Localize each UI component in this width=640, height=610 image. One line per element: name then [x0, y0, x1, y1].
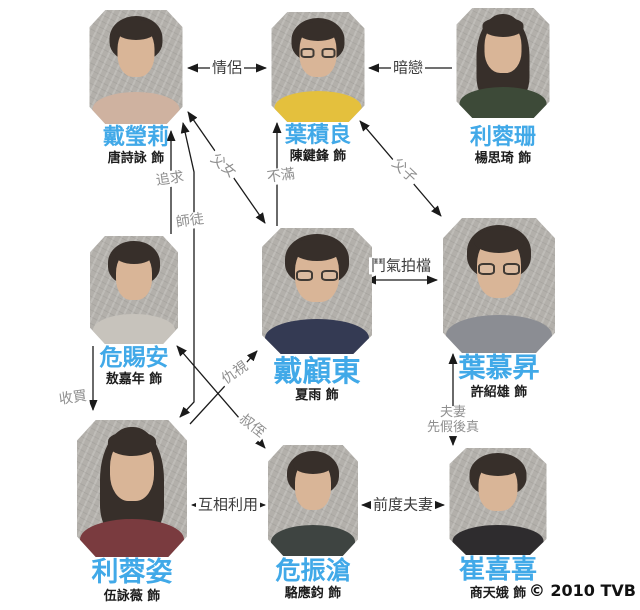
silhouette: [80, 518, 184, 557]
copyright-notice: © 2010 TVB: [528, 581, 636, 600]
rel-label-bickering-partners: 鬥氣拍檔: [368, 256, 434, 275]
portrait-photo: [77, 420, 187, 557]
rel-label-lovers: 情侶: [209, 58, 245, 77]
person-lei-yung-ji: 利蓉姿 伍詠薇 飾: [77, 420, 187, 605]
rel-label-married-line1: 夫妻: [439, 405, 467, 421]
portrait-photo: [90, 236, 178, 344]
silhouette: [297, 21, 339, 41]
actor-name: 楊思琦 飾: [474, 151, 532, 167]
character-name: 葉積良: [284, 123, 351, 148]
person-chui-hei-hei: 崔喜喜 商天娥 飾: [449, 448, 547, 602]
glasses-icon: [477, 262, 521, 275]
character-name: 戴瑩莉: [102, 125, 169, 150]
arrow-master-apprentice: [179, 122, 195, 418]
actor-name: 敖嘉年 飾: [105, 372, 163, 388]
silhouette: [482, 17, 524, 37]
person-lei-yung-shan: 利蓉珊 楊思琦 飾: [456, 8, 550, 167]
portrait-photo: [271, 12, 365, 122]
actor-name: 唐詩詠 飾: [107, 151, 165, 167]
silhouette: [107, 432, 157, 456]
portrait-photo: [443, 218, 555, 353]
actor-name: 夏雨 飾: [295, 388, 339, 404]
character-name: 葉慕昇: [458, 353, 540, 384]
rel-label-married-line2: 先假後真: [426, 420, 480, 435]
silhouette: [459, 87, 547, 118]
silhouette: [446, 315, 552, 353]
silhouette: [293, 454, 333, 474]
character-name: 崔喜喜: [458, 555, 537, 585]
silhouette: [292, 239, 342, 261]
portrait-photo: [456, 8, 550, 118]
actor-name: 駱應鈞 飾: [284, 586, 342, 602]
rel-label-secret-crush: 暗戀: [390, 58, 426, 77]
portrait-photo: [89, 10, 183, 124]
silhouette: [92, 313, 176, 344]
person-yip-mou-sing: 葉慕昇 許紹雄 飾: [443, 218, 555, 401]
portrait-photo: [262, 228, 372, 354]
silhouette: [452, 525, 544, 555]
actor-name: 陳鍵鋒 飾: [289, 149, 347, 165]
silhouette: [265, 318, 369, 354]
portrait-photo: [449, 448, 547, 555]
character-name: 戴顧東: [273, 354, 361, 388]
person-ngai-chi-on: 危賜安 敖嘉年 飾: [90, 236, 178, 387]
person-yip-jik-leung: 葉積良 陳鍵鋒 飾: [271, 12, 365, 165]
rel-label-married-fake-then-real: 夫妻 先假後真: [424, 405, 482, 436]
rel-label-mutual-exploitation: 互相利用: [195, 495, 261, 514]
glasses-icon: [300, 48, 336, 59]
character-name: 危振滄: [275, 556, 351, 585]
character-name: 利蓉珊: [469, 125, 536, 150]
actor-name: 商天娥 飾: [469, 586, 527, 602]
actor-name: 許紹雄 飾: [470, 385, 528, 401]
person-dai-ying-lei: 戴瑩莉 唐詩詠 飾: [89, 10, 183, 167]
silhouette: [115, 20, 157, 40]
character-name: 危賜安: [99, 345, 169, 371]
silhouette: [274, 91, 362, 122]
silhouette: [474, 230, 524, 254]
silhouette: [476, 457, 520, 476]
silhouette: [92, 92, 180, 124]
person-ngai-chun-chong: 危振滄 駱應鈞 飾: [268, 445, 358, 602]
rel-label-ex-spouses: 前度夫妻: [370, 495, 436, 514]
silhouette: [114, 245, 154, 265]
silhouette: [270, 524, 356, 556]
person-dai-gu-dung: 戴顧東 夏雨 飾: [262, 228, 372, 404]
actor-name: 伍詠薇 飾: [103, 589, 161, 605]
glasses-icon: [296, 269, 338, 282]
portrait-photo: [268, 445, 358, 556]
character-name: 利蓉姿: [91, 557, 173, 588]
